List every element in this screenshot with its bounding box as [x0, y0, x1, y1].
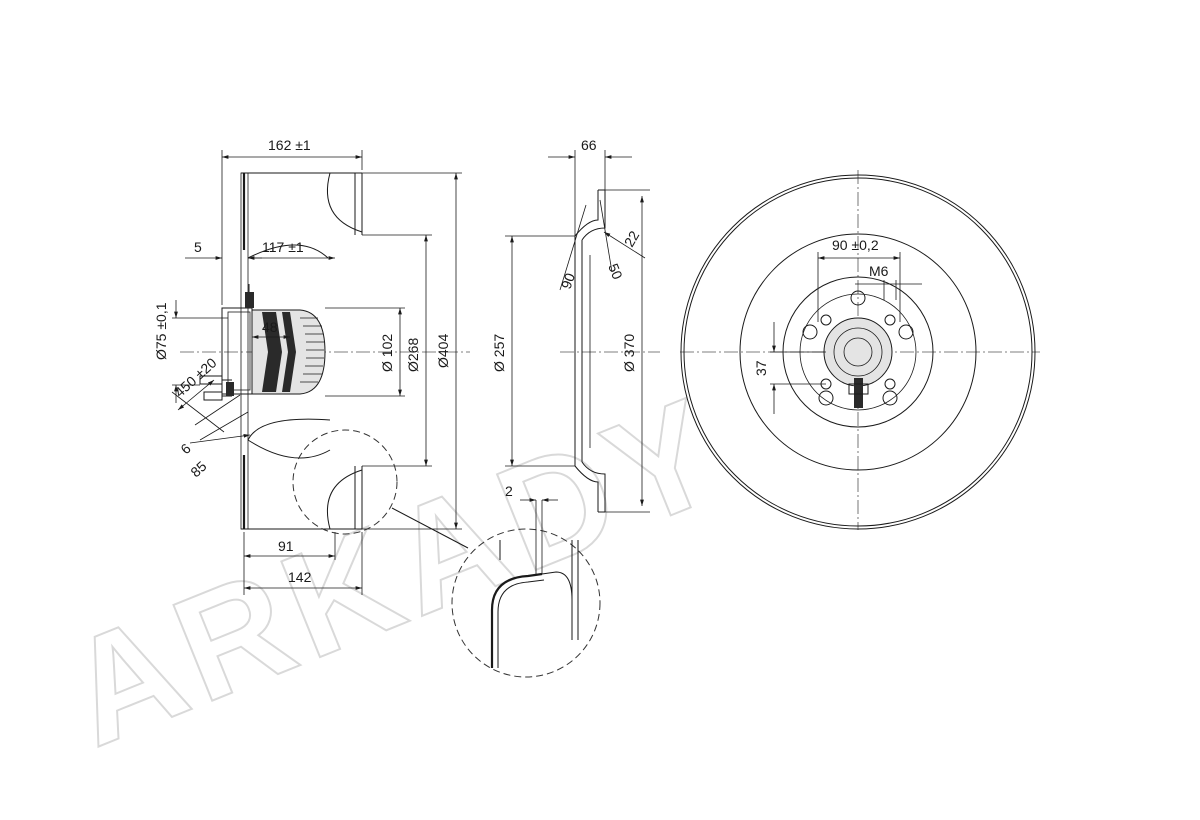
dimension-label-side-inner: 117 ±1: [262, 239, 304, 255]
dimension-label-ring-outer-dia: Ø 370: [621, 334, 637, 372]
side-view: 162 ±1 5 117 ±1 48 Ø75 ±0,1 450 ±20 6 85…: [153, 137, 470, 595]
dimension-label-side-width: 162 ±1: [268, 137, 311, 153]
dimension-label-bottom-142: 142: [288, 569, 312, 585]
connector-tab: [854, 378, 863, 408]
middle-circle: [739, 233, 977, 471]
outer-circle: [680, 174, 1036, 530]
dimension-label-motor-len: 48: [262, 319, 278, 335]
dimension-label-angle-90: 90: [558, 271, 578, 291]
dimension-label-hub-dia: Ø 102: [379, 334, 395, 372]
inlet-ring-section: 66 Ø 257 Ø 370 90 50 22: [491, 137, 660, 513]
dimension-label-side-flange: 5: [194, 239, 202, 255]
detail-view: 2: [451, 483, 601, 678]
watermark-text: ARKADY: [44, 364, 746, 778]
detail-marker: [292, 429, 398, 535]
dimension-label-bolt-spacing: 90 ±0,2: [832, 237, 879, 253]
dimension-label-thread: M6: [869, 263, 889, 279]
dimension-label-cable-off: 85: [187, 458, 209, 480]
dimension-label-ring-22: 22: [621, 228, 643, 250]
dimension-label-detail-2: 2: [505, 483, 513, 499]
front-view: 90 ±0,2 M6 37: [680, 170, 1040, 530]
motor-flange: [221, 307, 253, 395]
dimension-label-offset-37: 37: [753, 360, 769, 376]
dimension-label-angle-50: 50: [605, 261, 626, 282]
dimension-label-ring-width: 66: [581, 137, 597, 153]
dimension-label-cable-len: 450 ±20: [171, 354, 219, 400]
dimension-label-ring-inner-dia: Ø 257: [491, 334, 507, 372]
dimension-label-outer-dia: Ø404: [435, 334, 451, 368]
watermark: ARKADY: [43, 363, 747, 779]
dimension-label-mid-dia: Ø268: [405, 338, 421, 372]
cable-gland: [199, 375, 234, 401]
dimension-label-bottom-91: 91: [278, 538, 294, 554]
dimension-label-shaft-dia: Ø75 ±0,1: [153, 302, 169, 360]
